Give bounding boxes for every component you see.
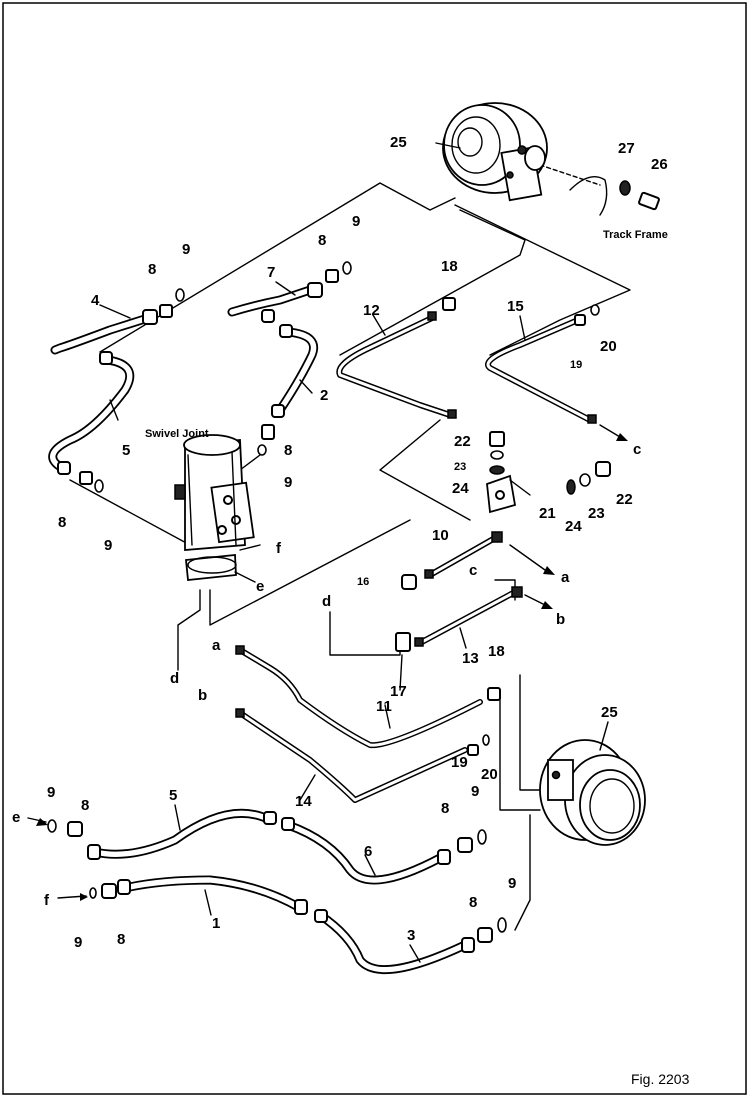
label-22-a: 22 (454, 433, 471, 450)
fittings (57, 180, 660, 953)
label-9-d: 9 (104, 537, 112, 554)
label-15: 15 (507, 298, 524, 315)
label-9-g: 9 (508, 875, 516, 892)
label-5-b: 5 (169, 787, 177, 804)
label-14: 14 (295, 793, 312, 810)
figure-caption: Fig. 2203 (631, 1071, 690, 1087)
label-8-d: 8 (58, 514, 66, 531)
pipes (237, 315, 593, 803)
label-12: 12 (363, 302, 380, 319)
label-8-g: 8 (469, 894, 477, 911)
label-24-b: 24 (565, 518, 582, 535)
label-5-a: 5 (122, 442, 130, 459)
label-2: 2 (320, 387, 328, 404)
label-24-a: 24 (452, 480, 469, 497)
label-6: 6 (364, 843, 372, 860)
label-8-c: 8 (284, 442, 292, 459)
port-b-left: b (198, 687, 207, 704)
label-4: 4 (91, 292, 100, 309)
label-10: 10 (432, 527, 449, 544)
label-9-a: 9 (182, 241, 190, 258)
travel-motor-upper (442, 102, 548, 202)
port-a-left: a (212, 637, 221, 654)
port-d-mid: d (322, 593, 331, 610)
swivel-joint-label: Swivel Joint (145, 428, 209, 440)
label-13: 13 (462, 650, 479, 667)
hoses (48, 285, 470, 975)
label-9-f: 9 (471, 783, 479, 800)
label-25-upper: 25 (390, 134, 407, 151)
port-d-left: d (170, 670, 179, 687)
port-arrows (27, 424, 628, 901)
label-25-lower: 25 (601, 704, 618, 721)
label-8-a: 8 (148, 261, 156, 278)
port-c-mid: c (469, 562, 477, 579)
label-3: 3 (407, 927, 415, 944)
label-16: 16 (357, 576, 369, 588)
label-7: 7 (267, 264, 275, 281)
connection-lines (69, 164, 631, 931)
label-19-b: 19 (451, 754, 468, 771)
label-8-e: 8 (81, 797, 89, 814)
label-27: 27 (618, 140, 635, 157)
label-8-h: 8 (117, 931, 125, 948)
travel-motor-lower (539, 739, 646, 846)
port-letter-labels: c f e a c b d a d b e f (12, 441, 641, 909)
label-19-a: 19 (570, 359, 582, 371)
leader-lines (99, 142, 609, 963)
label-8-b: 8 (318, 232, 326, 249)
swivel-joint (174, 434, 255, 581)
port-f-lower: f (44, 892, 50, 909)
label-1: 1 (212, 915, 220, 932)
label-23-b: 23 (588, 505, 605, 522)
label-11: 11 (376, 698, 392, 715)
port-f-upper: f (276, 540, 282, 557)
track-frame-label: Track Frame (603, 229, 668, 241)
label-8-f: 8 (441, 800, 449, 817)
port-b-right: b (556, 611, 565, 628)
port-e-upper: e (256, 578, 264, 595)
label-23-a: 23 (454, 461, 466, 473)
part-number-labels: 25 27 26 9 8 4 8 9 7 18 12 15 20 19 2 5 … (47, 134, 668, 951)
label-18-b: 18 (488, 643, 505, 660)
label-26: 26 (651, 156, 668, 173)
label-9-c: 9 (284, 474, 292, 491)
label-22-b: 22 (616, 491, 633, 508)
label-9-e: 9 (47, 784, 55, 801)
port-e-lower: e (12, 809, 20, 826)
label-17: 17 (390, 683, 407, 700)
label-9-b: 9 (352, 213, 360, 230)
port-c-upper: c (633, 441, 641, 458)
label-20-a: 20 (600, 338, 617, 355)
label-9-h: 9 (74, 934, 82, 951)
label-18-a: 18 (441, 258, 458, 275)
label-20-b: 20 (481, 766, 498, 783)
port-a-right: a (561, 569, 570, 586)
label-21: 21 (539, 505, 556, 522)
o-rings (47, 261, 600, 933)
